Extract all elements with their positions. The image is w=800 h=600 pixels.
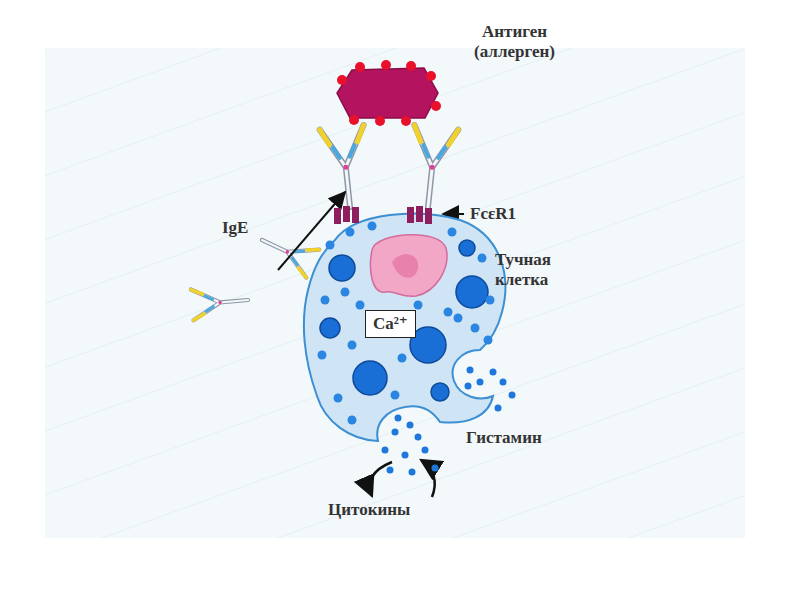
released-mediator: [392, 429, 399, 436]
small-granule: [454, 314, 463, 323]
released-mediator: [387, 467, 394, 474]
ion-box: Ca²⁺: [365, 310, 416, 338]
released-mediator: [409, 469, 416, 476]
granule: [329, 255, 355, 281]
small-granule: [414, 301, 423, 310]
mediator-label: Гистамин: [466, 428, 542, 448]
released-mediator: [407, 422, 414, 429]
receptor: [425, 208, 432, 224]
released-mediator: [477, 379, 484, 386]
small-granule: [341, 288, 350, 297]
released-mediator: [415, 434, 422, 441]
granule: [353, 361, 387, 395]
antigen-label: Антиген (аллерген): [452, 22, 577, 61]
mast-cell: Тучная клеткаCa²⁺: [295, 195, 595, 460]
released-mediator: [382, 447, 389, 454]
small-granule: [448, 228, 457, 237]
small-granule: [348, 341, 357, 350]
released-mediator: [402, 452, 409, 459]
released-mediator: [490, 369, 497, 376]
receptor: [334, 208, 341, 224]
small-granule: [398, 354, 407, 363]
antigen: [337, 60, 441, 126]
small-granule: [326, 241, 335, 250]
receptor: [407, 207, 414, 223]
cell-outline: [295, 195, 595, 460]
released-mediator: [395, 415, 402, 422]
receptor-label: FcεR1: [470, 204, 516, 224]
small-granule: [471, 324, 480, 333]
released-mediator: [495, 405, 502, 412]
small-granule: [484, 336, 493, 345]
antibody-label: IgE: [222, 218, 248, 238]
receptor: [343, 206, 350, 222]
background-panel: [45, 48, 745, 538]
released-mediator: [509, 392, 516, 399]
mediator-label: Цитокины: [328, 500, 410, 520]
small-granule: [356, 301, 365, 310]
small-granule: [348, 416, 357, 425]
nucleus: [371, 235, 447, 297]
small-granule: [368, 222, 377, 231]
small-granule: [444, 308, 453, 317]
ion-symbol: Ca²⁺: [366, 311, 415, 337]
released-mediator: [467, 367, 474, 374]
nucleolus: [392, 254, 418, 278]
granule: [459, 240, 475, 256]
small-granule: [318, 351, 327, 360]
released-mediator: [500, 379, 507, 386]
small-granule: [334, 394, 343, 403]
background-texture: [45, 48, 745, 538]
receptor: [352, 207, 359, 223]
small-granule: [486, 296, 495, 305]
released-mediator: [422, 447, 429, 454]
cell-body: [304, 214, 505, 441]
granule: [320, 318, 340, 338]
small-granule: [391, 391, 400, 400]
receptor: [416, 206, 423, 222]
granule: [456, 276, 488, 308]
cell-name: Тучная клетка: [495, 250, 590, 289]
small-granule: [321, 296, 330, 305]
released-mediator: [465, 383, 472, 390]
small-granule: [478, 254, 487, 263]
released-mediator: [432, 465, 439, 472]
small-granule: [346, 228, 355, 237]
free-ige: [191, 226, 319, 320]
granule: [431, 383, 449, 401]
